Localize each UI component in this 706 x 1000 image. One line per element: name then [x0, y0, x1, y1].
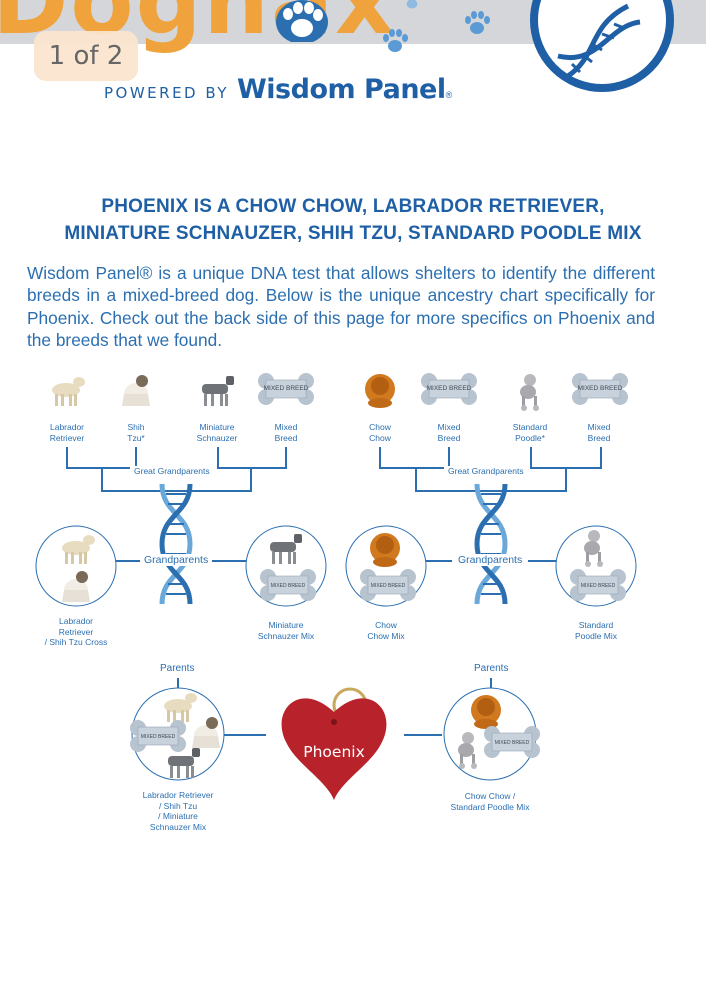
powered-by-text: POWERED BY [104, 84, 230, 102]
parents-header: Parents [470, 663, 513, 674]
powered-by-logo: POWERED BY Wisdom Panel ® [104, 74, 452, 105]
title-line-1: PHOENIX IS A CHOW CHOW, LABRADOR RETRIEV… [101, 196, 605, 217]
great-grandparents-header: Great Grandparents [130, 466, 214, 476]
description-text: Wisdom Panel® is a unique DNA test that … [27, 263, 655, 350]
mixed-breed-tag: MIXED BREED [140, 734, 176, 740]
parents-header: Parents [156, 663, 199, 674]
paw-icon-small [465, 11, 490, 34]
grandparents-header: Grandparents [140, 554, 213, 566]
mixed-breed-tag: MIXED BREED [580, 583, 616, 589]
brand-name: Wisdom Panel [237, 74, 446, 105]
ancestry-lines [35, 372, 637, 800]
title-line-2: MINIATURE SCHNAUZER, SHIH TZU, STANDARD … [64, 223, 642, 244]
page-indicator: 1 of 2 [34, 31, 138, 81]
paw-icon-small [383, 29, 408, 52]
brand-registered-mark: ® [445, 90, 453, 100]
mixed-breed-tag: MIXED BREED [494, 740, 530, 746]
dna-badge-icon [530, 0, 674, 92]
mixed-breed-tag: MIXED BREED [370, 583, 406, 589]
mixed-breed-tag: MIXED BREED [270, 583, 306, 589]
paw-icon-large [276, 0, 328, 42]
grandparents-header: Grandparents [454, 554, 527, 566]
paw-icon-small [406, 0, 418, 9]
parent-label: Chow Chow /Standard Poodle Mix [450, 791, 530, 812]
mixed-breed-tag: MIXED BREED [577, 385, 623, 392]
great-grandparents-header: Great Grandparents [444, 466, 528, 476]
phoenix-tag-icon [281, 687, 387, 800]
mixed-breed-tag: MIXED BREED [426, 385, 472, 392]
ancestry-chart: MIXED BREED MIXED BREED MIXED BREED MIXE… [0, 360, 706, 840]
page-title: PHOENIX IS A CHOW CHOW, LABRADOR RETRIEV… [40, 193, 666, 247]
dog-name: Phoenix [303, 743, 365, 761]
mixed-breed-tag: MIXED BREED [263, 385, 309, 392]
